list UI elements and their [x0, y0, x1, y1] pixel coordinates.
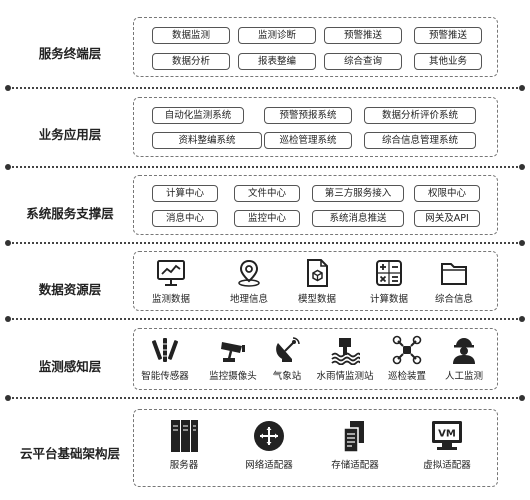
- layer-separator: [5, 85, 525, 91]
- camera-icon: [221, 342, 245, 362]
- pill-monitoring-center: 监控中心: [234, 210, 300, 227]
- panel-cloud-infrastructure: 服务器 网络适配器 存储适配器: [133, 409, 498, 487]
- pill-third-party-access: 第三方服务接入: [312, 185, 404, 202]
- pill-automated-monitoring-system: 自动化监测系统: [152, 107, 244, 124]
- layer-separator: [5, 395, 525, 401]
- model-file-icon: [307, 259, 328, 287]
- pill-report-compilation: 报表整编: [238, 53, 316, 70]
- layer-label-data-resource: 数据资源层: [38, 282, 102, 297]
- infra-network-adapter: 网络适配器: [234, 418, 304, 471]
- router-icon: [254, 421, 284, 451]
- panel-service-terminal: 数据监测 监测诊断 预警推送 预警推送 数据分析 报表整编 综合查询 其他业务: [133, 17, 498, 77]
- infra-virtual-adapter: VM 虚拟适配器: [412, 418, 482, 471]
- sensor-label: 气象站: [272, 371, 302, 382]
- pill-other-business: 其他业务: [414, 53, 482, 70]
- pill-inspection-management-system: 巡检管理系统: [264, 132, 352, 149]
- layer-separator: [5, 240, 525, 246]
- panel-data-resource: 监测数据 地理信息 模型数据 计算数据: [133, 251, 498, 311]
- infra-label: 存储适配器: [331, 460, 379, 471]
- infra-label: 虚拟适配器: [423, 460, 471, 471]
- pill-permission-center: 权限中心: [414, 185, 480, 202]
- pill-integrated-information-management-system: 综合信息管理系统: [364, 132, 476, 149]
- pill-data-analysis-evaluation-system: 数据分析评价系统: [364, 107, 476, 124]
- pill-forecast-warning-system: 预警预报系统: [264, 107, 352, 124]
- panel-monitoring-perception: 智能传感器 监控摄像头 气象站 水雨情监测站: [133, 328, 498, 390]
- resource-label: 监测数据: [151, 294, 190, 305]
- resource-label: 模型数据: [297, 294, 336, 305]
- sensor-icon: [151, 338, 179, 362]
- resource-monitoring-data: 监测数据: [136, 258, 206, 305]
- resource-integrated-info: 综合信息: [419, 258, 489, 305]
- infra-server: 服务器: [149, 418, 219, 471]
- infra-label: 服务器: [169, 460, 199, 471]
- panel-system-service-support: 计算中心 文件中心 第三方服务接入 权限中心 消息中心 监控中心 系统消息推送 …: [133, 175, 498, 235]
- infra-label: 网络适配器: [245, 460, 293, 471]
- pill-data-compilation-system: 资料整编系统: [152, 132, 262, 149]
- infra-storage-adapter: 存储适配器: [320, 418, 390, 471]
- resource-geographic-info: 地理信息: [214, 258, 284, 305]
- pill-data-analysis: 数据分析: [152, 53, 230, 70]
- sensor-label: 巡检装置: [387, 371, 426, 382]
- pill-monitoring-diagnosis: 监测诊断: [238, 27, 316, 44]
- monitor-chart-icon: [157, 260, 185, 286]
- pill-system-message-push: 系统消息推送: [312, 210, 404, 227]
- pill-gateway-api: 网关及API: [414, 210, 480, 227]
- layer-label-service-terminal: 服务终端层: [38, 46, 102, 61]
- satellite-dish-icon: [276, 337, 300, 362]
- layer-label-monitoring-perception: 监测感知层: [38, 359, 102, 374]
- pill-warning-push-2: 预警推送: [414, 27, 482, 44]
- sensor-manual-monitoring: 人工监测: [429, 335, 499, 382]
- resource-computing-data: 计算数据: [354, 258, 424, 305]
- sensor-smart-sensor: 智能传感器: [130, 335, 200, 382]
- pill-integrated-query: 综合查询: [324, 53, 402, 70]
- pill-computing-center: 计算中心: [152, 185, 218, 202]
- layer-separator: [5, 316, 525, 322]
- drone-icon: [392, 335, 422, 365]
- resource-model-data: 模型数据: [282, 258, 352, 305]
- calculator-icon: [376, 260, 402, 286]
- panel-business-application: 自动化监测系统 预警预报系统 数据分析评价系统 资料整编系统 巡检管理系统 综合…: [133, 97, 498, 157]
- resource-label: 地理信息: [229, 294, 268, 305]
- pill-warning-push: 预警推送: [324, 27, 402, 44]
- layer-label-system-service-support: 系统服务支撑层: [26, 206, 114, 221]
- vm-icon-text: VM: [438, 429, 456, 440]
- sensor-inspection-device: 巡检装置: [372, 335, 442, 382]
- water-station-icon: [331, 338, 360, 365]
- sensor-label: 水雨情监测站: [316, 371, 374, 382]
- layer-label-business-application: 业务应用层: [38, 127, 102, 142]
- folder-icon: [441, 263, 467, 285]
- sensor-label: 人工监测: [444, 371, 483, 382]
- pill-data-monitoring: 数据监测: [152, 27, 230, 44]
- sensor-label: 智能传感器: [141, 371, 189, 382]
- resource-label: 计算数据: [369, 294, 408, 305]
- worker-icon: [453, 338, 475, 364]
- layer-label-cloud-infrastructure: 云平台基础架构层: [19, 446, 120, 461]
- resource-label: 综合信息: [434, 294, 473, 305]
- pill-message-center: 消息中心: [152, 210, 218, 227]
- map-pin-icon: [238, 259, 260, 287]
- storage-icon: [343, 421, 364, 453]
- sensor-camera: 监控摄像头: [198, 335, 268, 382]
- sensor-weather-station: 气象站: [252, 335, 322, 382]
- sensor-label: 监控摄像头: [209, 371, 257, 382]
- vm-icon: VM: [432, 421, 462, 450]
- pill-file-center: 文件中心: [234, 185, 300, 202]
- sensor-hydrological-station: 水雨情监测站: [310, 335, 380, 382]
- server-icon: [171, 420, 198, 452]
- layer-separator: [5, 164, 525, 170]
